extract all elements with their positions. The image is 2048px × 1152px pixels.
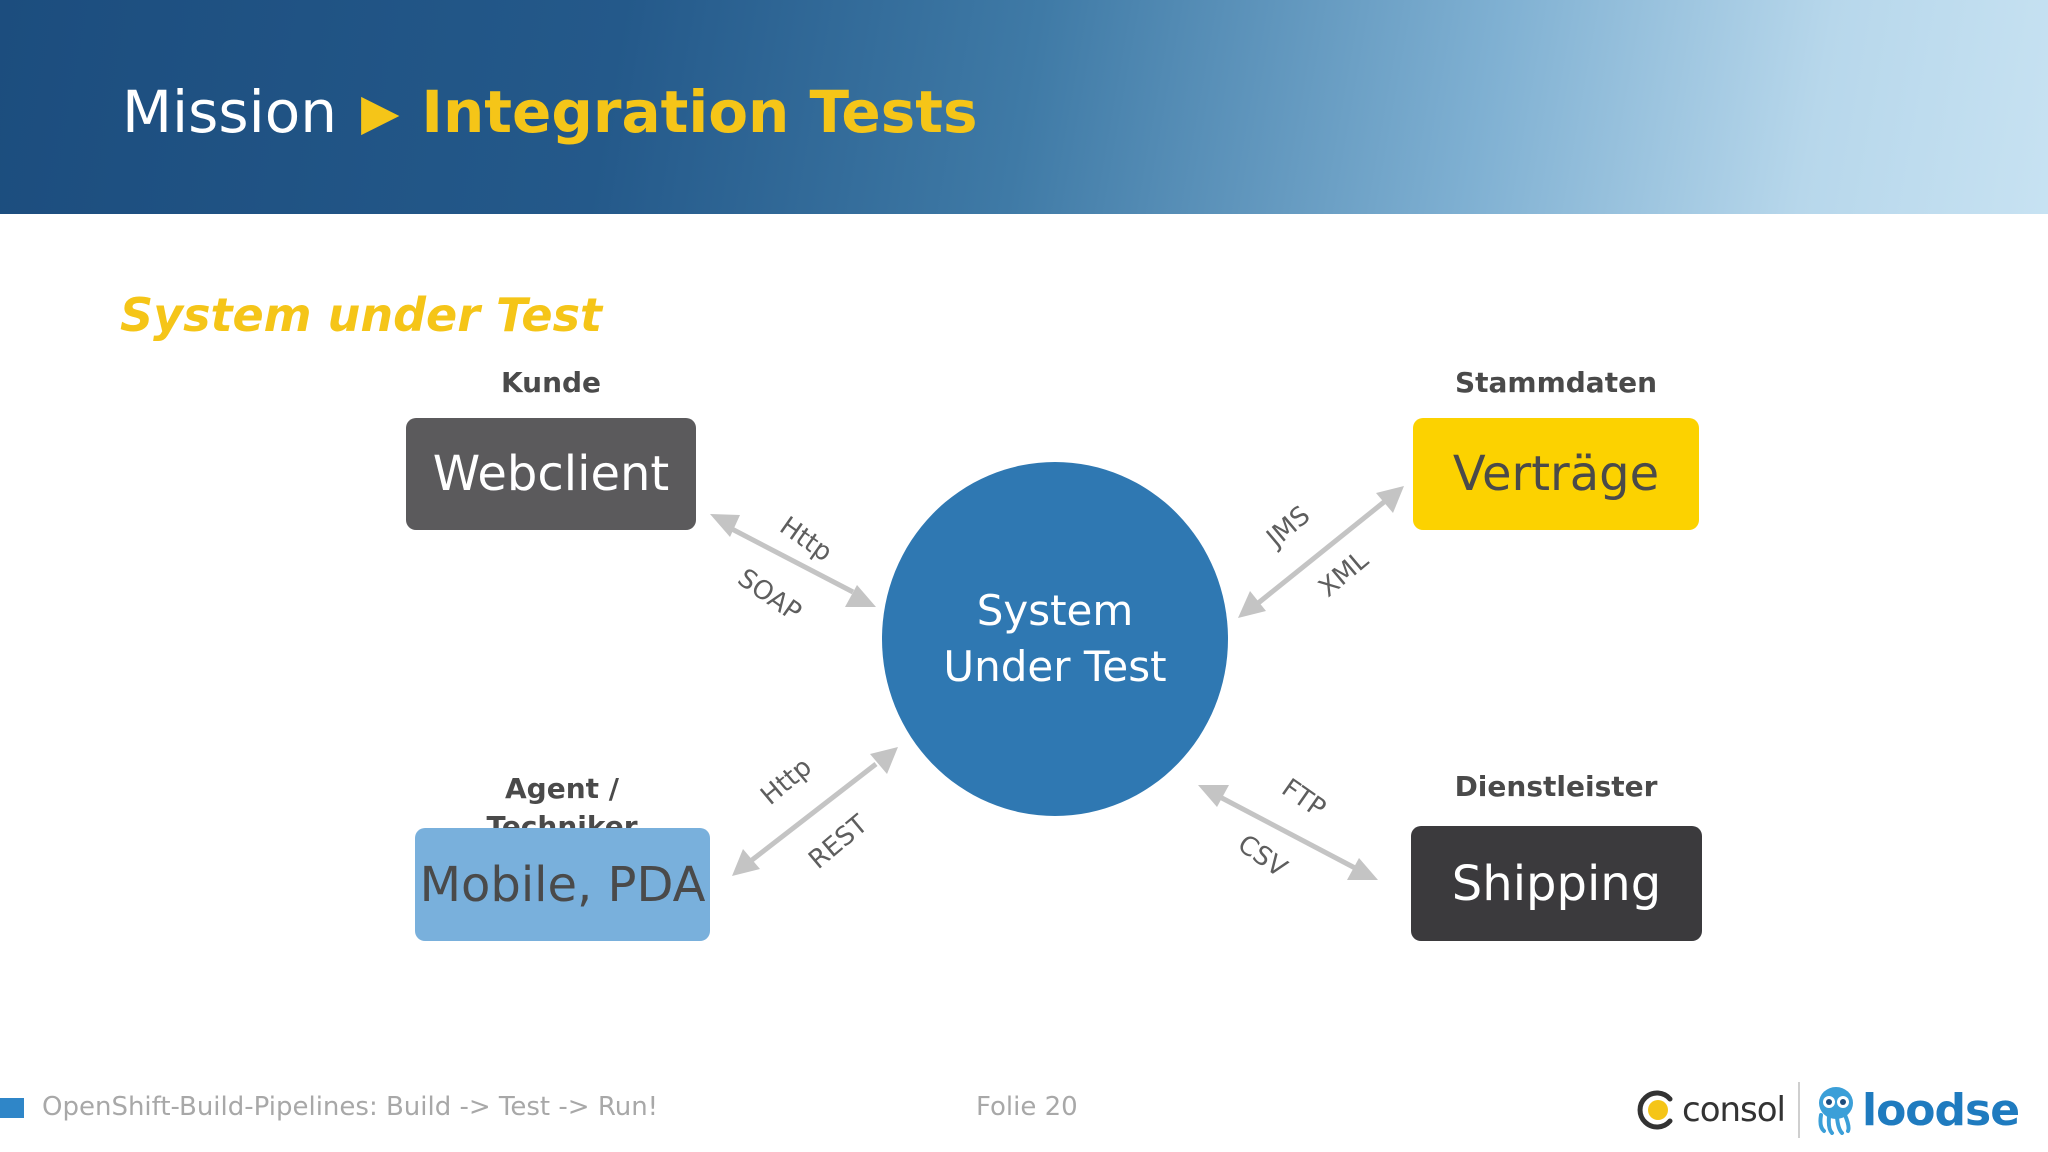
slide-header: Mission ▶ Integration Tests bbox=[0, 0, 2048, 214]
node-system-under-test: System Under Test bbox=[882, 462, 1228, 816]
loodse-logo-text: loodse bbox=[1862, 1084, 2020, 1136]
node-vertraege-label: Verträge bbox=[1452, 446, 1660, 502]
footer-presentation-title: OpenShift-Build-Pipelines: Build -> Test… bbox=[42, 1092, 659, 1122]
title-integration-tests: Integration Tests bbox=[421, 78, 978, 146]
label-soap: SOAP bbox=[732, 563, 807, 628]
loodse-logo: loodse bbox=[1814, 1080, 2020, 1140]
caption-dienstleister: Dienstleister bbox=[1454, 770, 1658, 803]
arrow-vertraege-center bbox=[1238, 486, 1404, 618]
center-line1: System bbox=[976, 586, 1134, 635]
node-shipping: Shipping bbox=[1411, 826, 1702, 941]
title-arrow-icon: ▶ bbox=[360, 83, 400, 141]
logo-divider bbox=[1798, 1082, 1800, 1138]
footer-accent-square bbox=[0, 1098, 24, 1118]
footer-page-number: Folie 20 bbox=[976, 1092, 1078, 1122]
label-csv: CSV bbox=[1232, 829, 1292, 884]
center-line2: Under Test bbox=[943, 642, 1167, 691]
consol-logo: consol bbox=[1636, 1082, 1786, 1138]
label-xml: XML bbox=[1313, 545, 1375, 603]
octopus-icon bbox=[1818, 1087, 1853, 1135]
consol-logo-text: consol bbox=[1682, 1090, 1786, 1130]
label-jms: JMS bbox=[1260, 500, 1317, 554]
caption-kunde: Kunde bbox=[500, 366, 602, 399]
slide-title: Mission ▶ Integration Tests bbox=[122, 72, 978, 152]
title-mission: Mission bbox=[122, 78, 337, 146]
arrow-mobile-center bbox=[732, 747, 898, 876]
label-rest: REST bbox=[803, 809, 874, 875]
label-http-mobile: Http bbox=[755, 752, 818, 811]
label-ftp: FTP bbox=[1276, 773, 1331, 824]
node-mobile-pda: Mobile, PDA bbox=[415, 828, 710, 941]
node-mobile-pda-label: Mobile, PDA bbox=[419, 856, 706, 913]
slide-subtitle: System under Test bbox=[120, 288, 602, 342]
caption-stammdaten: Stammdaten bbox=[1454, 366, 1658, 399]
arrow-center-shipping bbox=[1198, 785, 1378, 880]
label-http-webclient: Http bbox=[774, 511, 837, 568]
node-webclient: Webclient bbox=[406, 418, 696, 530]
node-webclient-label: Webclient bbox=[432, 446, 670, 502]
caption-agent: Agent / bbox=[505, 772, 619, 805]
node-vertraege: Verträge bbox=[1413, 418, 1699, 530]
arrow-webclient-center bbox=[710, 514, 876, 607]
node-shipping-label: Shipping bbox=[1451, 855, 1662, 912]
consol-logo-icon bbox=[1637, 1090, 1673, 1130]
